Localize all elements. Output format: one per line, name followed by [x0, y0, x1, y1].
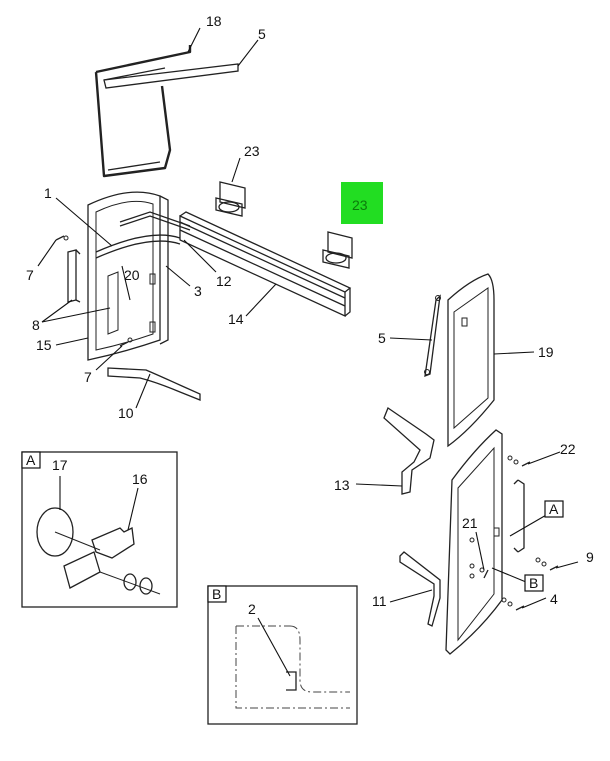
screw-part-lower: [119, 337, 133, 347]
right-strut-part: [424, 294, 441, 378]
detail-b-label-box: [207, 585, 227, 603]
detail-ref-b[interactable]: B: [524, 574, 544, 592]
highlight-label: 23: [352, 197, 368, 213]
hinge-bracket-right-part: [322, 231, 353, 269]
highlighted-callout-23[interactable]: 23: [341, 182, 383, 224]
callout-7-upper: 7: [26, 267, 34, 283]
callout-3: 3: [194, 283, 202, 299]
hardware-22: [507, 455, 531, 467]
lower-bracket-part: [107, 367, 201, 401]
screw-part-upper: [55, 235, 69, 241]
callout-9: 9: [586, 549, 594, 565]
disc-part-17: [36, 507, 74, 557]
leader-lines: [37, 27, 579, 609]
callout-5-upper: 5: [258, 26, 266, 42]
upper-frame-part: [94, 45, 192, 178]
callout-1: 1: [44, 185, 52, 201]
callout-19: 19: [538, 344, 554, 360]
svg-text:B: B: [529, 575, 538, 591]
latch-part-16: [91, 527, 135, 559]
detail-a-label: A: [26, 452, 36, 468]
detail-a-panel: A 17 16: [21, 451, 178, 608]
side-bracket-part: [383, 407, 435, 495]
callout-15: 15: [36, 337, 52, 353]
callout-23-center: 23: [244, 143, 260, 159]
callout-16: 16: [132, 471, 148, 487]
svg-text:A: A: [549, 501, 559, 517]
callout-10: 10: [118, 405, 134, 421]
screw-21: [483, 569, 489, 579]
detail-ref-a[interactable]: A: [544, 500, 564, 518]
callout-labels: 18 5 23 1 7 20 12 3 8 15 7 14 10 5 19 22…: [26, 13, 594, 609]
callout-21: 21: [462, 515, 478, 531]
callout-14: 14: [228, 311, 244, 327]
hardware-9: [535, 557, 559, 571]
handle-part-left: [67, 249, 81, 303]
detail-a-label-box: [21, 451, 41, 469]
callout-20: 20: [124, 267, 140, 283]
callout-18: 18: [206, 13, 222, 29]
callout-17: 17: [52, 457, 68, 473]
callout-12: 12: [216, 273, 232, 289]
callout-2: 2: [248, 601, 256, 617]
lower-right-bracket-part: [399, 551, 441, 627]
hardware-4: [501, 597, 525, 611]
hinge-bracket-part: [215, 181, 246, 217]
callout-4: 4: [550, 591, 558, 607]
callout-13: 13: [334, 477, 350, 493]
detail-b-label: B: [212, 586, 221, 602]
callout-22: 22: [560, 441, 576, 457]
callout-11: 11: [372, 593, 387, 609]
right-lower-panel: [445, 429, 525, 655]
right-upper-panel: [447, 273, 495, 448]
upper-strut-part: [103, 63, 239, 89]
long-beam-part: [179, 211, 352, 318]
callout-7-lower: 7: [84, 369, 92, 385]
callout-5-right: 5: [378, 330, 386, 346]
callout-8: 8: [32, 317, 40, 333]
detail-b-panel: B 2: [207, 585, 358, 725]
